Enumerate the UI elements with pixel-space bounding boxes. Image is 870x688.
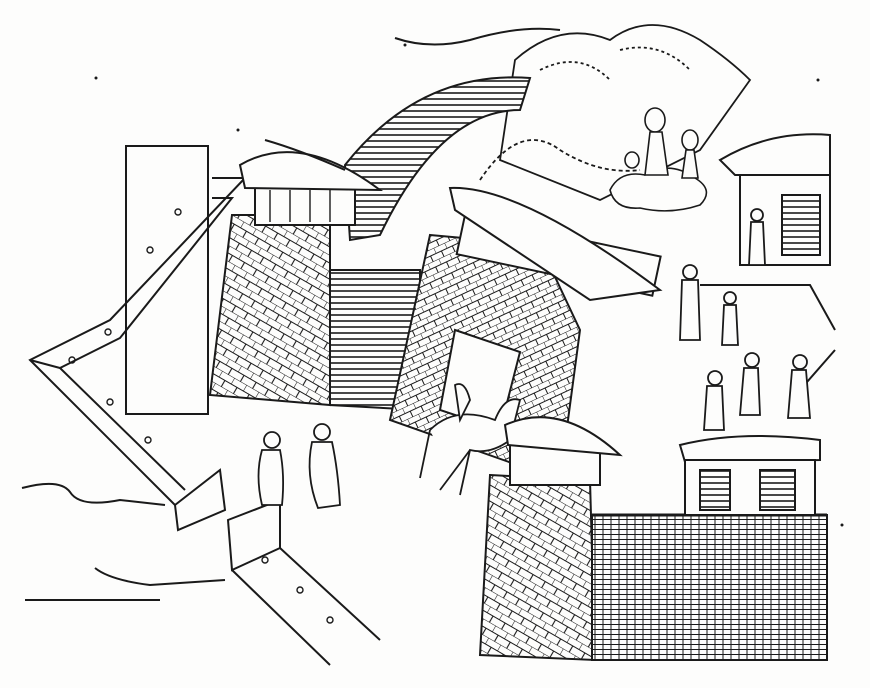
city-wall [591, 513, 828, 661]
figures [257, 208, 811, 509]
figure-pair-left [257, 423, 341, 509]
horse-and-rider [419, 383, 522, 496]
figures-right [679, 208, 811, 431]
stupas-on-cloud [609, 107, 708, 212]
arched-ramp [343, 76, 532, 242]
left-gate-tower [208, 139, 384, 407]
front-gate-tower [478, 416, 623, 662]
paper-specks [94, 43, 844, 527]
ground-lines [21, 27, 561, 601]
rolling-hills [479, 24, 752, 201]
left-zigzag-wall [28, 177, 381, 666]
courtyard-buildings [678, 133, 836, 516]
